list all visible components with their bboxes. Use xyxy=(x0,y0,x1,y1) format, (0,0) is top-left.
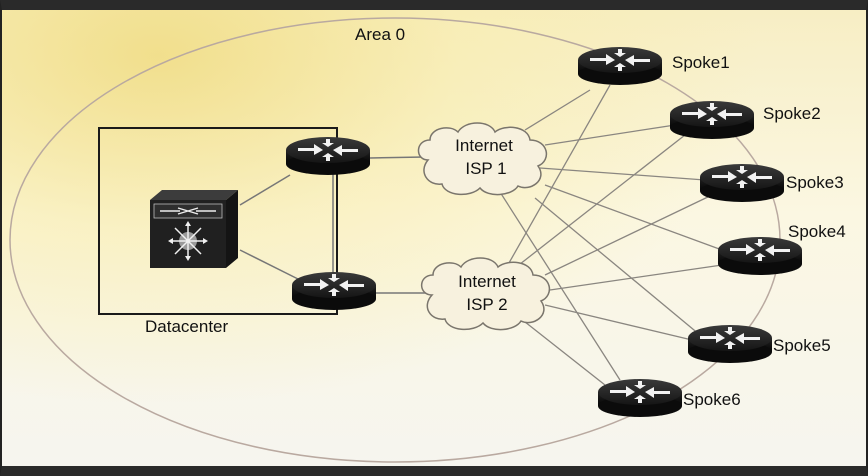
spoke6-label: Spoke6 xyxy=(683,390,741,409)
spoke4-label: Spoke4 xyxy=(788,222,846,241)
isp2-line1: Internet xyxy=(458,272,516,291)
datacenter-boundary xyxy=(98,127,338,315)
spoke1-router-icon xyxy=(578,47,662,85)
isp1-line2: ISP 1 xyxy=(465,159,506,178)
spoke2-label: Spoke2 xyxy=(763,104,821,123)
spoke5-label: Spoke5 xyxy=(773,336,831,355)
spoke3-router-icon xyxy=(700,164,784,202)
datacenter-links xyxy=(239,156,428,294)
spoke1-label: Spoke1 xyxy=(672,53,730,72)
dc-router-2-icon xyxy=(292,272,376,310)
spoke4-router-icon xyxy=(718,237,802,275)
internet-isp2-cloud: Internet ISP 2 xyxy=(420,257,551,331)
datacenter-label: Datacenter xyxy=(145,317,228,336)
internet-isp1-cloud: Internet ISP 1 xyxy=(417,122,548,196)
isp2-line2: ISP 2 xyxy=(466,295,507,314)
spoke6-router-icon xyxy=(598,379,682,417)
wan-links xyxy=(499,84,723,386)
spoke3-label: Spoke3 xyxy=(786,173,844,192)
core-switch-icon xyxy=(150,190,238,268)
spoke5-router-icon xyxy=(688,325,772,363)
dc-router-1-icon xyxy=(286,137,370,175)
isp1-line1: Internet xyxy=(455,136,513,155)
spoke2-router-icon xyxy=(670,101,754,139)
area-label: Area 0 xyxy=(355,25,405,44)
